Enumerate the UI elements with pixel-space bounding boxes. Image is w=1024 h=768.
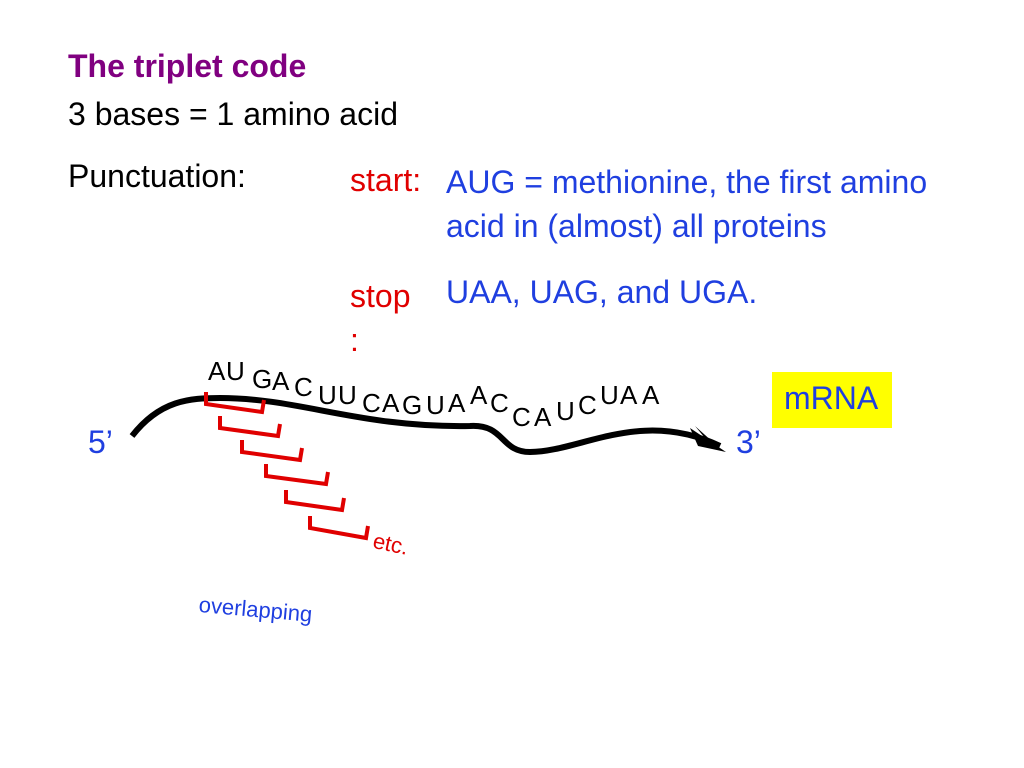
five-prime-label: 5’ — [88, 424, 113, 460]
stop-label: stop : — [350, 278, 411, 358]
three-prime-label: 3’ — [736, 424, 761, 460]
codon-bracket — [284, 490, 346, 513]
codon-bracket — [218, 416, 282, 439]
base-letter: G — [402, 390, 423, 420]
mrna-arrowhead-main — [690, 428, 726, 452]
base-letter: A — [642, 380, 660, 410]
start-text: AUG = methionine, the first amino acid i… — [446, 164, 928, 244]
base-letter: A — [448, 388, 466, 418]
base-letter: U — [226, 356, 245, 386]
base-letter: C — [362, 388, 381, 418]
base-letter: C — [578, 390, 597, 420]
mrna-highlight — [772, 372, 892, 428]
base-letter: C — [490, 388, 509, 418]
codon-bracket — [240, 440, 304, 463]
base-letter: U — [318, 380, 337, 410]
base-letter: U — [600, 380, 619, 410]
base-letter: A — [208, 356, 226, 386]
codon-bracket — [264, 464, 330, 487]
base-letter: U — [338, 380, 357, 410]
codon-bracket — [308, 516, 370, 541]
base-letter: A — [620, 380, 638, 410]
slide-subtitle: 3 bases = 1 amino acid — [68, 96, 398, 132]
base-letter: A — [470, 380, 488, 410]
base-letter: A — [382, 388, 400, 418]
base-letter: U — [556, 396, 575, 426]
mrna-arrowhead — [695, 426, 724, 452]
stop-text: UAA, UAG, and UGA. — [446, 274, 758, 310]
mrna-label: mRNA — [784, 380, 879, 416]
base-letter: A — [272, 366, 290, 396]
start-label: start: — [350, 162, 422, 198]
base-letter: C — [512, 402, 531, 432]
punctuation-label: Punctuation: — [68, 158, 246, 194]
base-letter: C — [294, 372, 313, 402]
codon-bracket — [204, 392, 266, 415]
codon-brackets — [204, 392, 370, 541]
base-letter: G — [252, 364, 273, 394]
base-letter: U — [426, 390, 445, 420]
slide-title: The triplet code — [68, 48, 307, 84]
base-letter: A — [534, 402, 552, 432]
